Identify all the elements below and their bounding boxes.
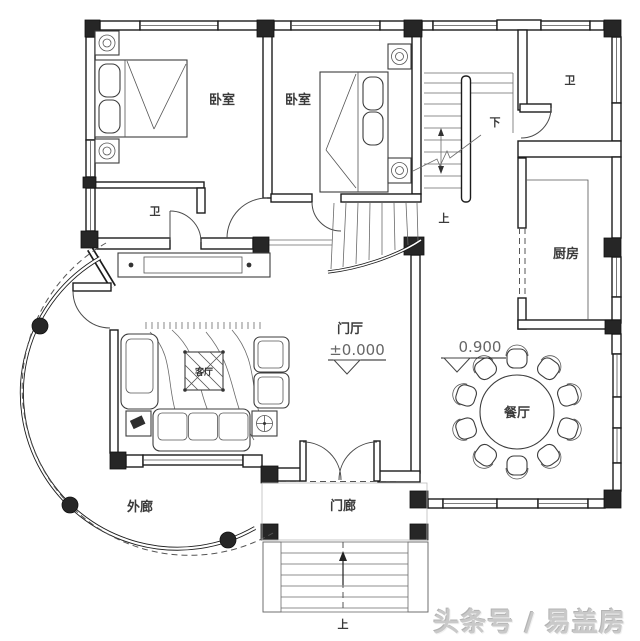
entry-door-right-arc: [338, 441, 378, 481]
armchair: [253, 372, 290, 409]
dining-elevation: 0.900: [459, 338, 502, 356]
stair-handrail: [460, 75, 472, 203]
stair-up-label: 上: [439, 211, 450, 225]
bedroom1-label: 卧室: [209, 92, 235, 108]
veranda-structure: [19, 242, 274, 556]
veranda-label: 外廊: [126, 499, 153, 515]
bedroom2-label: 卧室: [285, 92, 311, 108]
round-column: [31, 317, 49, 335]
porch-label: 门廊: [330, 498, 356, 514]
foyer-elevation: ±0.000: [329, 341, 385, 359]
bedroom1-furniture: [94, 30, 188, 164]
stair-break-line: [412, 134, 482, 172]
bath2-door-arc: [520, 107, 552, 139]
kitchen-counter: [526, 179, 589, 320]
living-label: 客厅: [194, 366, 213, 378]
room-labels: 卧室 卧室 卫 卫 厨房 门厅 ±0.000 0.900 餐厅 客厅 外廊 门廊…: [126, 74, 579, 631]
dining-table-set: [449, 344, 585, 480]
sofa: [152, 408, 251, 452]
bath1-door-arc: [169, 210, 202, 243]
bath1-label: 卫: [150, 205, 161, 218]
columns: [80, 19, 622, 541]
round-column: [61, 496, 79, 514]
bath2-label: 卫: [565, 74, 576, 87]
kitchen-label: 厨房: [553, 246, 579, 262]
living-door-arc: [72, 290, 111, 329]
walls: [85, 19, 622, 509]
entry-door-left-arc: [302, 441, 342, 481]
foyer-label: 门厅: [337, 321, 363, 337]
doors: [72, 103, 552, 482]
porch-steps: [261, 482, 429, 613]
entry-up-label: 上: [338, 617, 349, 631]
pillow: [362, 111, 384, 146]
bath2-door-leaf: [519, 103, 552, 113]
veranda-eave-dashed-line: [21, 242, 274, 556]
coffee-table: [183, 350, 225, 392]
chaise-sofa: [120, 333, 159, 410]
dining-table: [479, 374, 555, 450]
nightstand: [94, 30, 120, 56]
stair-down-label: 下: [490, 116, 501, 129]
living-door-leaf: [72, 282, 112, 292]
dining-label: 餐厅: [503, 405, 530, 421]
bedroom2-door-arc: [311, 201, 342, 232]
nightstand: [387, 157, 412, 184]
armchair: [253, 336, 290, 373]
bedroom2-furniture: [319, 43, 412, 193]
pillow: [362, 76, 384, 111]
staircase: [327, 72, 514, 274]
pillow: [98, 63, 121, 98]
elevation-markers: [328, 357, 506, 375]
nightstand: [387, 43, 412, 70]
watermark: 头条号 / 易盖房: [433, 608, 626, 638]
round-column: [219, 531, 237, 549]
bedroom1-door-arc: [226, 197, 268, 239]
living-room-furniture: [117, 252, 290, 452]
pillow: [98, 99, 121, 134]
